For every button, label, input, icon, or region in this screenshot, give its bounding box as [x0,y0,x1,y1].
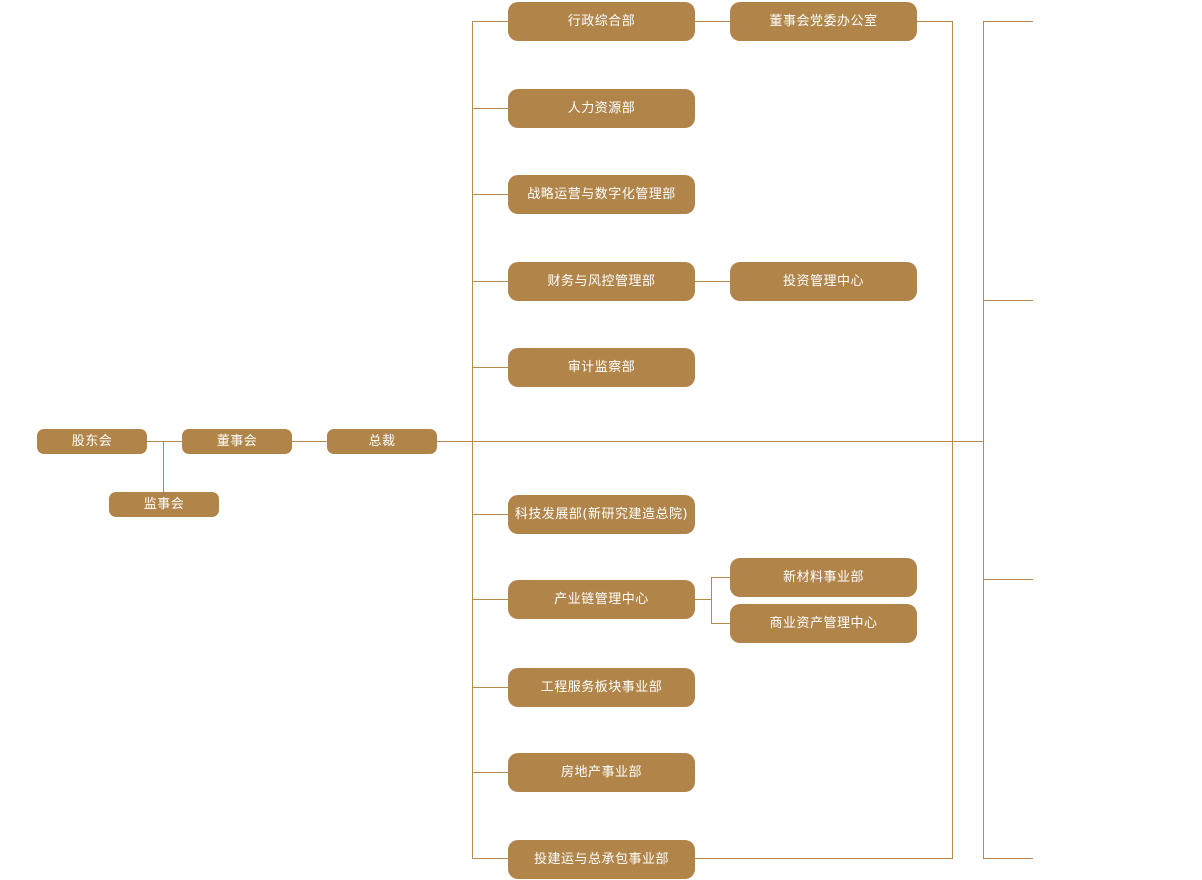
connector-stub [983,300,1033,301]
connector-right-spine [983,21,984,859]
connector-line [472,514,508,515]
node-industry-chain-center: 产业链管理中心 [508,580,695,619]
node-real-estate-dept: 房地产事业部 [508,753,695,792]
connector-line [711,623,730,624]
connector-line [163,441,164,492]
node-engineering-dept: 工程服务板块事业部 [508,668,695,707]
connector-line [292,441,327,442]
node-tech-dev-dept: 科技发展部(新研究建造总院) [508,495,695,534]
connector-line [472,367,508,368]
connector-line [472,108,508,109]
connector-line [472,194,508,195]
connector-line [917,21,952,22]
node-investment-center: 投资管理中心 [730,262,917,301]
connector-trunk [437,441,983,442]
connector-line [472,599,508,600]
node-supervisory-board: 监事会 [109,492,219,517]
node-audit-dept: 审计监察部 [508,348,695,387]
connector-line [472,687,508,688]
connector-line [472,281,508,282]
node-strategy-digital-dept: 战略运营与数字化管理部 [508,175,695,214]
connector-stub [983,858,1033,859]
node-commercial-assets-center: 商业资产管理中心 [730,604,917,643]
connector-spine [472,21,473,859]
node-new-materials-dept: 新材料事业部 [730,558,917,597]
connector-stub [983,21,1033,22]
connector-line [472,21,508,22]
connector-line [695,858,952,859]
node-shareholders-meeting: 股东会 [37,429,147,454]
node-hr-dept: 人力资源部 [508,89,695,128]
connector-line [695,281,730,282]
node-president: 总裁 [327,429,437,454]
connector-line [695,21,730,22]
connector-right-bracket [952,21,953,859]
connector-line [711,577,730,578]
node-board-party-office: 董事会党委办公室 [730,2,917,41]
connector-line [147,441,182,442]
connector-line [711,577,712,624]
connector-line [472,772,508,773]
connector-stub [983,579,1033,580]
connector-line [695,599,712,600]
node-admin-general-dept: 行政综合部 [508,2,695,41]
node-board-of-directors: 董事会 [182,429,292,454]
connector-line [472,858,508,859]
node-finance-risk-dept: 财务与风控管理部 [508,262,695,301]
node-epc-dept: 投建运与总承包事业部 [508,840,695,879]
